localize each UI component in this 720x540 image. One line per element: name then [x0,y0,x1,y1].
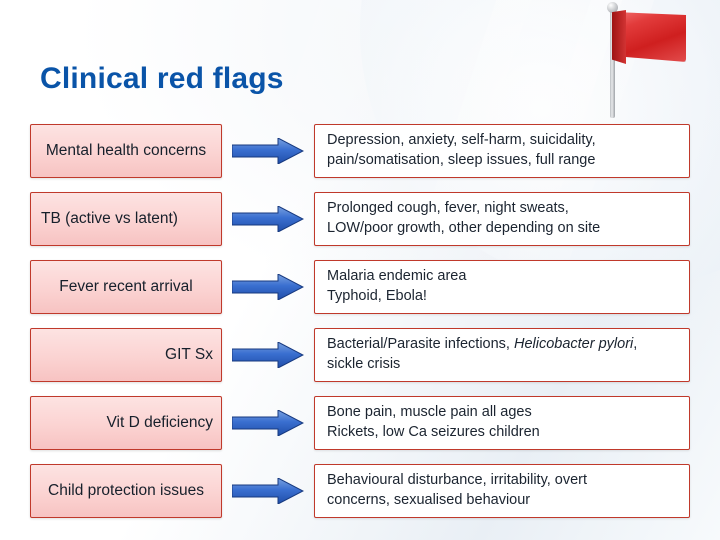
red-flag-details: Prolonged cough, fever, night sweats, LO… [314,192,690,246]
detail-line: sickle crisis [327,356,401,372]
right-arrow-icon [222,120,314,182]
page-title: Clinical red flags [40,62,284,95]
right-arrow-icon [222,256,314,318]
detail-line: Typhoid, Ebola! [327,288,427,304]
table-row: Vit D deficiency Bone pain, muscle pain … [30,392,690,454]
red-flags-table: Mental health concerns Depression, anxie… [30,120,690,528]
right-arrow-icon [222,460,314,522]
detail-line: Malaria endemic area [327,268,467,285]
red-flag-details: Depression, anxiety, self-harm, suicidal… [314,124,690,178]
detail-line: pain/somatisation, sleep issues, full ra… [327,152,596,168]
detail-text-before-italic: Bacterial/Parasite infections, [327,336,514,353]
right-arrow-icon [222,392,314,454]
red-flag-category: Vit D deficiency [30,396,222,450]
detail-line: Rickets, low Ca seizures children [327,424,540,440]
red-flag-graphic [588,2,698,122]
flag-fold-icon [612,10,626,64]
table-row: Mental health concerns Depression, anxie… [30,120,690,182]
detail-line: LOW/poor growth, other depending on site [327,220,601,236]
detail-line: concerns, sexualised behaviour [327,492,531,508]
pathogen-name-italic: Helicobacter pylori [513,336,634,353]
flag-cloth-icon [614,12,686,62]
red-flag-details: Malaria endemic area Typhoid, Ebola! [314,260,690,314]
red-flag-category: Child protection issues [30,464,222,518]
table-row: Fever recent arrival Malaria endemic are… [30,256,690,318]
detail-line: Bone pain, muscle pain all ages [327,404,532,421]
flag-pole-icon [610,6,615,118]
red-flag-details: Behavioural disturbance, irritability, o… [314,464,690,518]
right-arrow-icon [222,188,314,250]
right-arrow-icon [222,324,314,386]
detail-text-after-italic: , [633,336,638,353]
detail-line: Prolonged cough, fever, night sweats, [327,200,569,217]
flag-pole-finial-icon [607,2,618,13]
red-flag-category: GIT Sx [30,328,222,382]
red-flag-details: Bacterial/Parasite infections, Helicobac… [314,328,690,382]
detail-line: Behavioural disturbance, irritability, o… [327,472,588,489]
detail-line: Depression, anxiety, self-harm, suicidal… [327,132,596,149]
detail-line: Bacterial/Parasite infections, Helicobac… [327,335,679,355]
red-flag-category: Mental health concerns [30,124,222,178]
table-row: GIT Sx Bacterial/Parasite infections, He… [30,324,690,386]
red-flag-category: Fever recent arrival [30,260,222,314]
table-row: Child protection issues Behavioural dist… [30,460,690,522]
red-flag-details: Bone pain, muscle pain all ages Rickets,… [314,396,690,450]
red-flag-category: TB (active vs latent) [30,192,222,246]
table-row: TB (active vs latent) Prolonged cough, f… [30,188,690,250]
